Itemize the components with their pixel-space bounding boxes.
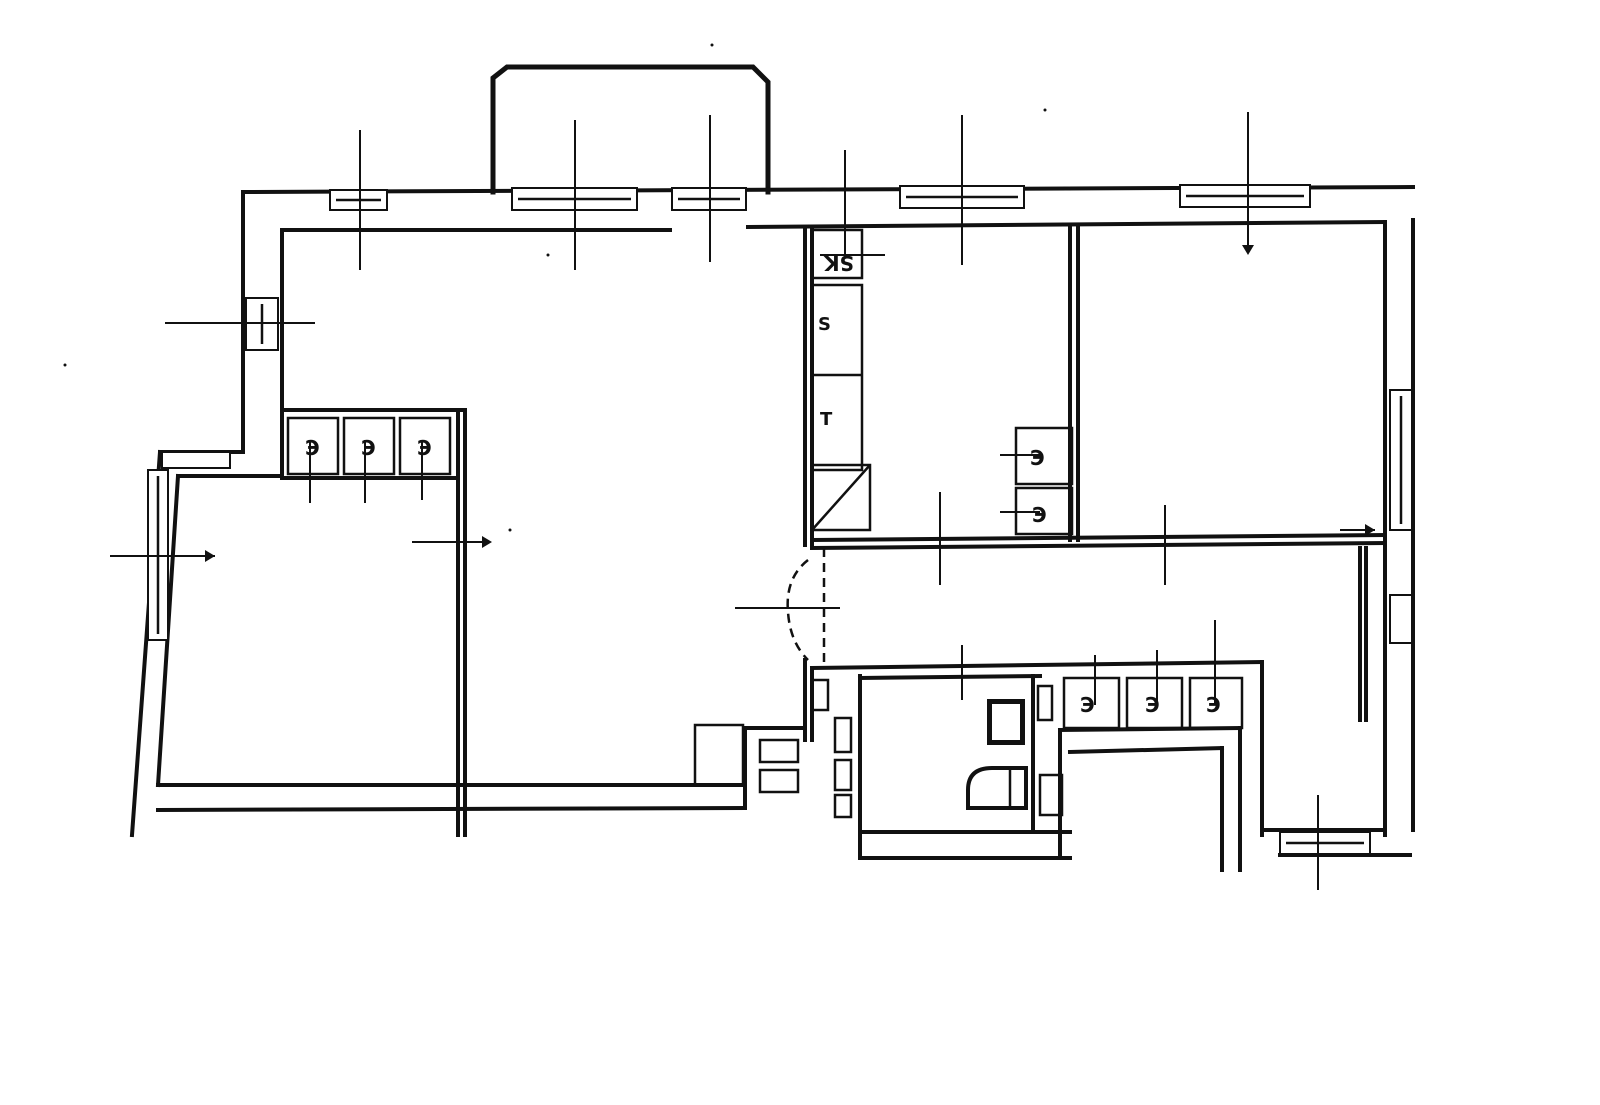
svg-text:Э: Э: [417, 436, 432, 460]
windows: [147, 184, 1413, 855]
wardrobe-block-right: Э Э Э: [1062, 676, 1244, 730]
bathroom-fixtures: [966, 700, 1028, 810]
wardrobe-block-left: Э Э Э: [286, 416, 452, 476]
svg-text:Э: Э: [1206, 693, 1221, 717]
svg-text:Э: Э: [1080, 693, 1095, 717]
scan-dots: [63, 43, 1047, 532]
svg-text:Э: Э: [305, 436, 320, 460]
top-balcony: [490, 64, 771, 195]
axis-lines: [110, 112, 1375, 890]
interior-walls: [280, 223, 1412, 872]
svg-text:Э: Э: [1030, 446, 1045, 470]
svg-text:Э: Э: [361, 436, 376, 460]
stair-blocks: [693, 678, 1064, 819]
cabinet-t-label: T: [820, 409, 833, 430]
cabinet-middle-room: Э Э: [1014, 426, 1074, 536]
cabinet-s-label: S: [818, 314, 831, 335]
storage-column: SK S T: [810, 228, 872, 532]
exterior-walls: [129, 184, 1416, 838]
svg-text:Э: Э: [1032, 503, 1047, 527]
